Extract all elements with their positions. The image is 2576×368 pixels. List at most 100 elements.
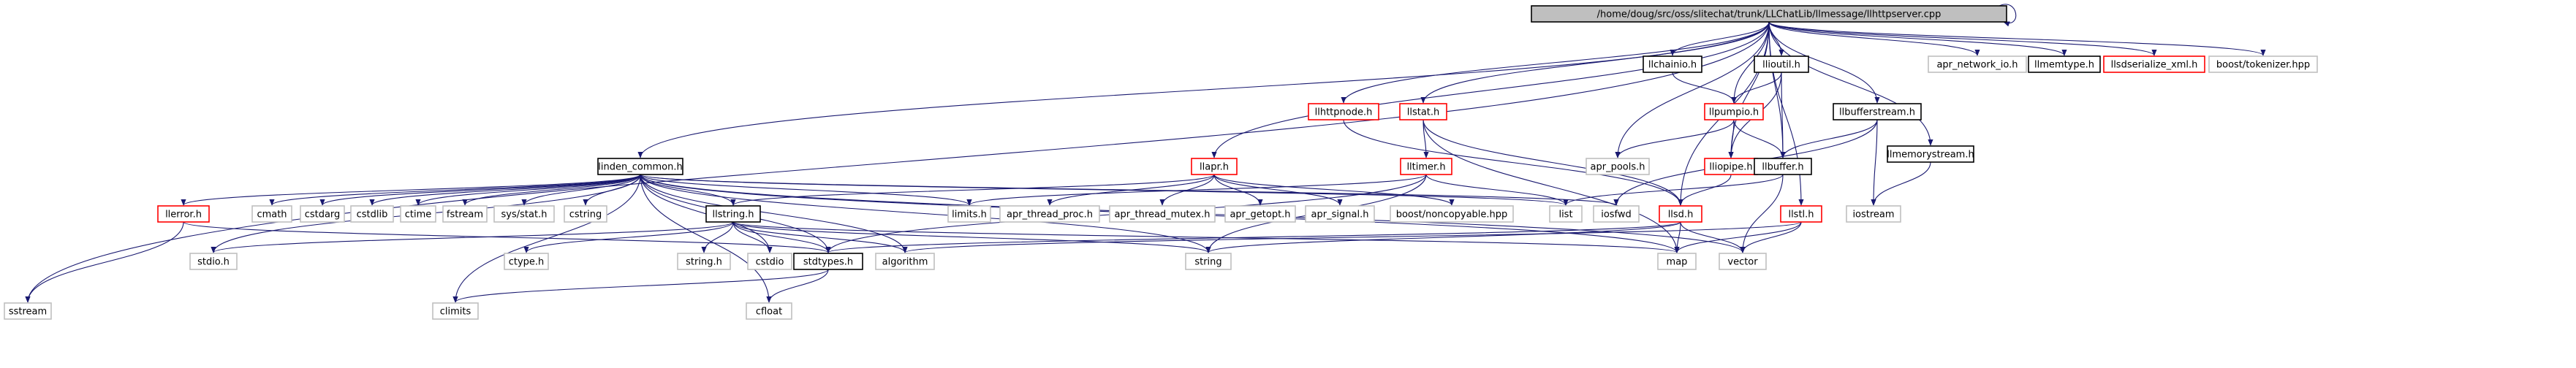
- node-stdio[interactable]: stdio.h: [189, 253, 238, 270]
- node-boost-noncopyable[interactable]: boost/noncopyable.hpp: [1390, 205, 1514, 223]
- edge-llstring-to-cstdio: [732, 221, 773, 253]
- edge-root-to-linden-common: [637, 21, 1770, 158]
- node-llstring[interactable]: llstring.h: [705, 205, 761, 223]
- node-apr-pools[interactable]: apr_pools.h: [1586, 158, 1650, 175]
- node-iosfwd[interactable]: iosfwd: [1593, 205, 1640, 223]
- edge-llstring-to-stdtypes: [732, 221, 831, 253]
- node-apr-thread-proc[interactable]: apr_thread_proc.h: [999, 205, 1100, 223]
- node-llbuffer[interactable]: llbuffer.h: [1754, 158, 1812, 175]
- node-ctime[interactable]: ctime: [400, 205, 436, 223]
- node-label: linden_common.h: [598, 162, 682, 173]
- node-cstdarg[interactable]: cstdarg: [300, 205, 345, 223]
- edge-llhttpnode-to-llsd: [1343, 119, 1683, 206]
- node-llerror[interactable]: llerror.h: [157, 205, 210, 223]
- node-box: [1780, 205, 1822, 223]
- node-llmemorystream[interactable]: llmemorystream.h: [1887, 145, 1974, 163]
- node-stdtypes[interactable]: stdtypes.h: [793, 253, 863, 270]
- node-box: [1308, 103, 1379, 120]
- node-label: llsdserialize_xml.h: [2111, 60, 2198, 71]
- edge-lliouti-to-llpumpio: [1731, 72, 1782, 104]
- edge-llpumpio-to-llbuffer: [1733, 119, 1786, 158]
- node-apr-network-io[interactable]: apr_network_io.h: [1928, 55, 2027, 73]
- node-box: [1593, 205, 1640, 223]
- node-cstring[interactable]: cstring: [564, 205, 607, 223]
- node-box: [442, 205, 488, 223]
- node-box: [300, 205, 345, 223]
- edge-llsd-to-stdtypes: [825, 221, 1681, 253]
- node-box: [504, 253, 549, 270]
- edge-linden-common-to-ctime: [415, 174, 641, 206]
- node-label: llhttpnode.h: [1315, 107, 1373, 118]
- node-llhttpnode[interactable]: llhttpnode.h: [1308, 103, 1379, 120]
- edge-root-to-llsdserialize-xml: [1768, 21, 2157, 56]
- edge-linden-common-to-llstring: [640, 174, 736, 206]
- node-map[interactable]: map: [1657, 253, 1697, 270]
- node-llbufferstream[interactable]: llbufferstream.h: [1833, 103, 1922, 120]
- node-llsdserialize-xml[interactable]: llsdserialize_xml.h: [2103, 55, 2205, 73]
- node-label: ctime: [405, 210, 432, 221]
- node-vector[interactable]: vector: [1719, 253, 1767, 270]
- edge-llstl-to-vector: [1740, 221, 1802, 253]
- node-cstdlib[interactable]: cstdlib: [350, 205, 394, 223]
- node-box: [564, 205, 607, 223]
- node-lliouti[interactable]: llioutil.h: [1754, 55, 1809, 73]
- edge-llstring-to-algorithm: [732, 221, 908, 253]
- node-algorithm[interactable]: algorithm: [875, 253, 935, 270]
- node-label: boost/tokenizer.hpp: [2216, 60, 2310, 71]
- edge-root-to-boost-tokenizer: [1768, 21, 2266, 56]
- node-root[interactable]: /home/doug/src/oss/slitechat/trunk/LLCha…: [1531, 5, 2007, 23]
- node-fstream[interactable]: fstream: [442, 205, 488, 223]
- edge-linden-common-to-string: [640, 174, 1211, 253]
- node-sys-stat[interactable]: sys/stat.h: [493, 205, 555, 223]
- node-layer: /home/doug/src/oss/slitechat/trunk/LLCha…: [4, 5, 2318, 320]
- node-iostream[interactable]: iostream: [1846, 205, 1901, 223]
- node-box: [746, 302, 792, 320]
- node-box: [747, 253, 792, 270]
- node-string-h[interactable]: string.h: [677, 253, 731, 270]
- edge-llbufferstream-to-iostream: [1871, 119, 1878, 206]
- node-apr-thread-mutex[interactable]: apr_thread_mutex.h: [1109, 205, 1216, 223]
- node-lliopipe[interactable]: lliopipe.h: [1704, 158, 1758, 175]
- node-llstl[interactable]: llstl.h: [1780, 205, 1822, 223]
- node-linden-common[interactable]: linden_common.h: [597, 158, 683, 175]
- node-label: stdio.h: [197, 257, 230, 268]
- node-climits[interactable]: climits: [432, 302, 479, 320]
- edge-llpumpio-to-lliopipe: [1728, 119, 1735, 158]
- node-llchainio[interactable]: llchainio.h: [1643, 55, 1702, 73]
- edge-linden-common-to-cmath: [269, 174, 641, 206]
- node-cstdio[interactable]: cstdio: [747, 253, 792, 270]
- node-box: [1400, 158, 1452, 175]
- node-box: [1754, 55, 1809, 73]
- node-label: llsd.h: [1668, 210, 1694, 221]
- node-box: [1390, 205, 1514, 223]
- node-box: [189, 253, 238, 270]
- node-label: cstdarg: [305, 210, 341, 221]
- node-apr-getopt[interactable]: apr_getopt.h: [1224, 205, 1296, 223]
- edge-llbuffer-to-vector: [1740, 174, 1784, 253]
- node-llapr[interactable]: llapr.h: [1191, 158, 1238, 175]
- node-llstat[interactable]: llstat.h: [1399, 103, 1447, 120]
- node-llsd[interactable]: llsd.h: [1659, 205, 1702, 223]
- node-box: [1754, 158, 1812, 175]
- node-label: /home/doug/src/oss/slitechat/trunk/LLCha…: [1597, 9, 1942, 20]
- node-boost-tokenizer[interactable]: boost/tokenizer.hpp: [2208, 55, 2318, 73]
- node-llmemtype[interactable]: llmemtype.h: [2028, 55, 2101, 73]
- node-sstream[interactable]: sstream: [4, 302, 52, 320]
- node-cfloat[interactable]: cfloat: [746, 302, 792, 320]
- node-llpumpio[interactable]: llpumpio.h: [1704, 103, 1764, 120]
- node-limits[interactable]: limits.h: [947, 205, 991, 223]
- node-apr-signal[interactable]: apr_signal.h: [1305, 205, 1375, 223]
- node-label: llchainio.h: [1648, 60, 1697, 71]
- edge-root-to-llmemtype: [1768, 21, 2067, 56]
- edge-root-to-root: [1999, 4, 2017, 27]
- edge-lltimer-to-limits: [966, 174, 1427, 206]
- node-cmath[interactable]: cmath: [251, 205, 292, 223]
- node-ctype[interactable]: ctype.h: [504, 253, 549, 270]
- node-label: lltimer.h: [1406, 162, 1445, 173]
- node-box: [1719, 253, 1767, 270]
- node-string[interactable]: string: [1185, 253, 1232, 270]
- node-lltimer[interactable]: lltimer.h: [1400, 158, 1452, 175]
- edge-llstring-to-map: [732, 221, 1680, 253]
- node-list[interactable]: list: [1549, 205, 1583, 223]
- node-box: [157, 205, 210, 223]
